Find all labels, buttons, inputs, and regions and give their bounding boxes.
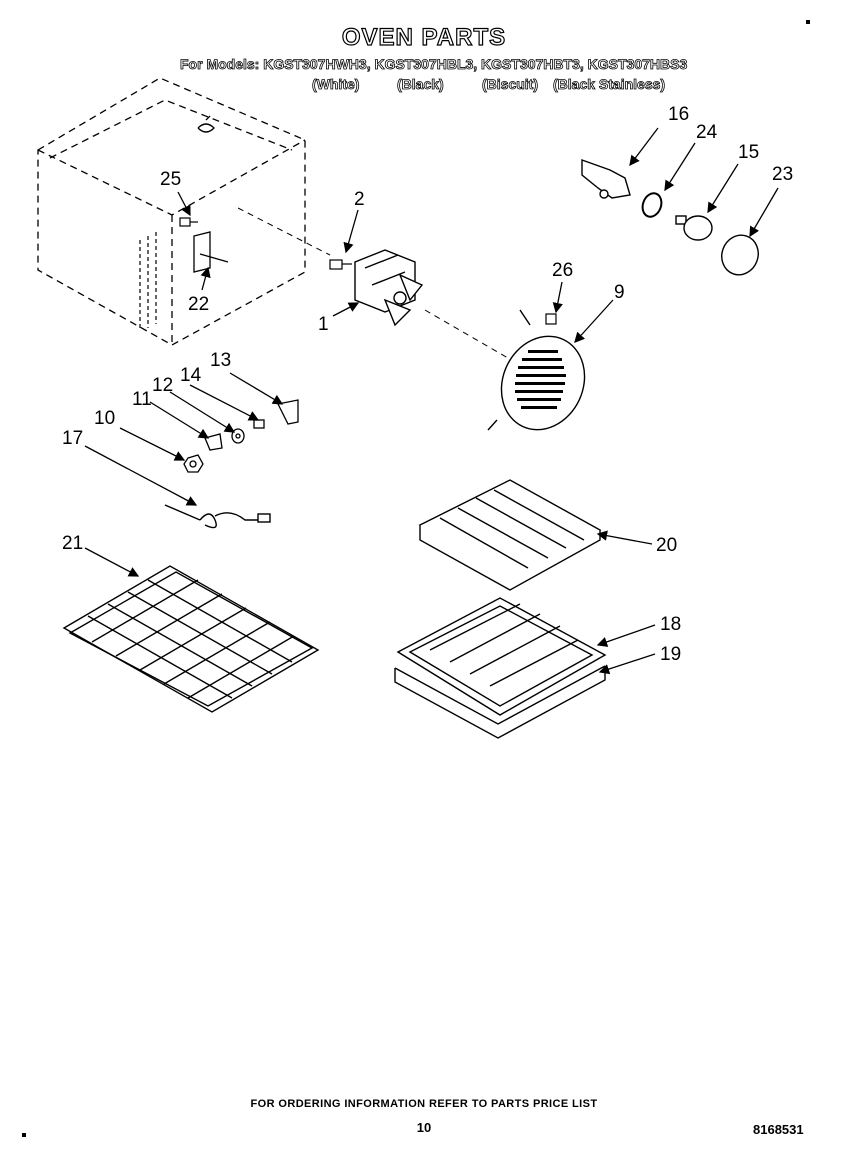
callout-15: 15 — [738, 142, 759, 163]
light-bulb-part-15 — [675, 215, 713, 241]
broiler-pan-part-19 — [394, 665, 606, 739]
callout-numbers: 1 2 9 10 11 12 13 14 15 16 17 18 19 20 2… — [62, 104, 793, 665]
callout-20: 20 — [656, 535, 677, 556]
broiler-grid-part-20 — [418, 479, 602, 591]
callout-25: 25 — [160, 169, 181, 190]
callout-14: 14 — [180, 365, 202, 386]
spacer-part-14 — [253, 419, 265, 429]
clamp-part-11 — [204, 433, 223, 451]
callout-2: 2 — [354, 189, 365, 210]
light-socket-part-16 — [581, 159, 631, 199]
model-list: For Models: KGST307HWH3, KGST307HBL3, KG… — [180, 56, 688, 73]
fan-motor-part-1 — [354, 249, 424, 327]
color-black: (Black) — [397, 76, 444, 93]
broiler-pan-part-18 — [396, 597, 607, 716]
sensor-part-17 — [164, 504, 271, 529]
callout-22: 22 — [188, 294, 209, 315]
callout-19: 19 — [660, 644, 681, 665]
registration-marks — [22, 20, 810, 1137]
oven-rack-part-21 — [62, 565, 320, 713]
washer-part-12 — [231, 428, 245, 444]
callout-leaders — [84, 127, 779, 675]
callout-24: 24 — [696, 122, 718, 143]
callout-13: 13 — [210, 350, 231, 371]
color-biscuit: (Biscuit) — [482, 76, 539, 93]
color-white: (White) — [312, 76, 360, 93]
color-black-stainless: (Black Stainless) — [553, 76, 666, 93]
callout-21: 21 — [62, 533, 83, 554]
light-lens-part-23 — [721, 234, 759, 276]
fan-cover-perforations — [515, 350, 566, 409]
callout-12: 12 — [152, 375, 173, 396]
nut-part-10 — [183, 454, 204, 473]
clip-part-13 — [277, 399, 299, 425]
screw-part-26 — [545, 313, 557, 325]
rack-slots — [139, 232, 157, 330]
callout-17: 17 — [62, 428, 83, 449]
assembly-leader-lines — [237, 207, 521, 366]
callout-11: 11 — [132, 389, 152, 410]
callout-1: 1 — [318, 314, 329, 335]
callout-10: 10 — [94, 408, 115, 429]
document-number: 8168531 — [753, 1122, 804, 1137]
screw-part-25 — [179, 217, 198, 227]
callout-16: 16 — [668, 104, 689, 125]
gasket-part-24 — [641, 192, 663, 218]
callout-26: 26 — [552, 260, 573, 281]
ordering-note: FOR ORDERING INFORMATION REFER TO PARTS … — [250, 1098, 598, 1110]
bracket-part-22 — [193, 231, 229, 273]
cavity-vent-detail — [197, 115, 215, 133]
oven-cavity-outline — [37, 77, 306, 346]
callout-23: 23 — [772, 164, 793, 185]
page-number: 10 — [416, 1120, 432, 1135]
screw-part-2 — [329, 259, 352, 270]
page-title: OVEN PARTS — [341, 23, 507, 51]
callout-18: 18 — [660, 614, 681, 635]
callout-9: 9 — [614, 282, 625, 303]
